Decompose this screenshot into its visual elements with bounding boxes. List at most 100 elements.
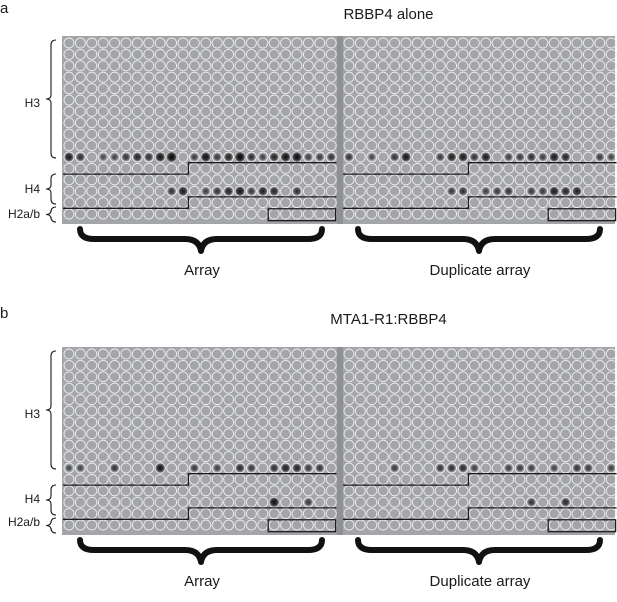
array-spot xyxy=(86,496,98,508)
array-spot xyxy=(200,128,212,140)
array-spot xyxy=(280,94,292,106)
array-spot xyxy=(211,394,223,406)
array-spot xyxy=(245,382,257,394)
array-spot xyxy=(389,508,401,520)
array-spot xyxy=(325,451,337,463)
array-spot xyxy=(525,348,537,360)
array-spot xyxy=(446,48,458,60)
array-spot xyxy=(343,197,355,209)
array-spot xyxy=(537,94,549,106)
array-spot xyxy=(605,416,617,428)
array-spot xyxy=(366,208,378,220)
array-spot xyxy=(63,451,75,463)
array-spot xyxy=(457,462,469,474)
array-spot xyxy=(548,140,560,152)
array-spot xyxy=(423,128,435,140)
array-spot xyxy=(211,162,223,174)
array-spot xyxy=(143,105,155,117)
array-spot xyxy=(280,496,292,508)
array-spot xyxy=(245,485,257,497)
array-spot xyxy=(257,140,269,152)
array-spot xyxy=(188,208,200,220)
array-spot xyxy=(234,174,246,186)
array-spot xyxy=(434,128,446,140)
array-spot xyxy=(343,416,355,428)
array-spot xyxy=(411,462,423,474)
array-spot xyxy=(314,117,326,129)
array-spot xyxy=(234,140,246,152)
array-spot xyxy=(166,60,178,72)
array-spot xyxy=(200,405,212,417)
array-spot xyxy=(389,197,401,209)
signal-spot xyxy=(64,152,74,162)
array-spot xyxy=(120,60,132,72)
array-spot xyxy=(480,117,492,129)
array-spot xyxy=(325,174,337,186)
array-spot xyxy=(503,162,515,174)
array-spot xyxy=(257,151,269,163)
signal-spot xyxy=(259,153,267,161)
array-spot xyxy=(503,128,515,140)
array-spot xyxy=(525,394,537,406)
array-spot xyxy=(211,382,223,394)
array-spot xyxy=(389,128,401,140)
array-spot xyxy=(400,382,412,394)
array-spot xyxy=(468,48,480,60)
array-spot xyxy=(63,348,75,360)
array-spot xyxy=(143,83,155,95)
array-spot xyxy=(343,519,355,531)
array-spot xyxy=(143,128,155,140)
array-spot xyxy=(571,359,583,371)
array-spot xyxy=(223,462,235,474)
array-spot xyxy=(514,348,526,360)
array-spot xyxy=(423,451,435,463)
array-spot xyxy=(354,519,366,531)
array-spot xyxy=(97,37,109,49)
array-spot xyxy=(491,405,503,417)
array-spot xyxy=(234,371,246,383)
array-spot xyxy=(457,140,469,152)
array-spot xyxy=(245,197,257,209)
array-spot xyxy=(434,117,446,129)
array-spot xyxy=(605,382,617,394)
array-spot xyxy=(594,508,606,520)
array-spot xyxy=(211,94,223,106)
array-spot xyxy=(514,151,526,163)
array-spot xyxy=(503,174,515,186)
array-spot xyxy=(525,473,537,485)
array-spot xyxy=(468,508,480,520)
array-spot xyxy=(223,60,235,72)
array-spot xyxy=(560,60,572,72)
array-spot xyxy=(74,94,86,106)
array-spot xyxy=(63,162,75,174)
array-spot xyxy=(354,439,366,451)
array-spot xyxy=(109,451,121,463)
array-spot xyxy=(537,382,549,394)
array-spot xyxy=(480,208,492,220)
panel-b: b MTA1-R1:RBBP4 H3 H4 H2a/b Array Duplic… xyxy=(0,305,617,602)
array-spot xyxy=(594,83,606,95)
array-spot xyxy=(200,371,212,383)
array-spot xyxy=(514,48,526,60)
array-spot xyxy=(109,348,121,360)
array-spot xyxy=(457,128,469,140)
array-spot xyxy=(491,208,503,220)
array-spot xyxy=(154,208,166,220)
array-spot xyxy=(63,462,75,474)
array-spot xyxy=(234,105,246,117)
array-spot xyxy=(109,60,121,72)
array-spot xyxy=(560,462,572,474)
array-spot xyxy=(131,485,143,497)
array-spot xyxy=(223,519,235,531)
array-spot xyxy=(571,60,583,72)
array-spot xyxy=(188,439,200,451)
array-spot xyxy=(120,508,132,520)
array-spot xyxy=(245,359,257,371)
array-spot xyxy=(234,428,246,440)
array-spot xyxy=(548,508,560,520)
array-spot xyxy=(245,185,257,197)
array-spot xyxy=(302,485,314,497)
array-spot xyxy=(200,473,212,485)
array-spot xyxy=(491,496,503,508)
array-spot xyxy=(97,428,109,440)
